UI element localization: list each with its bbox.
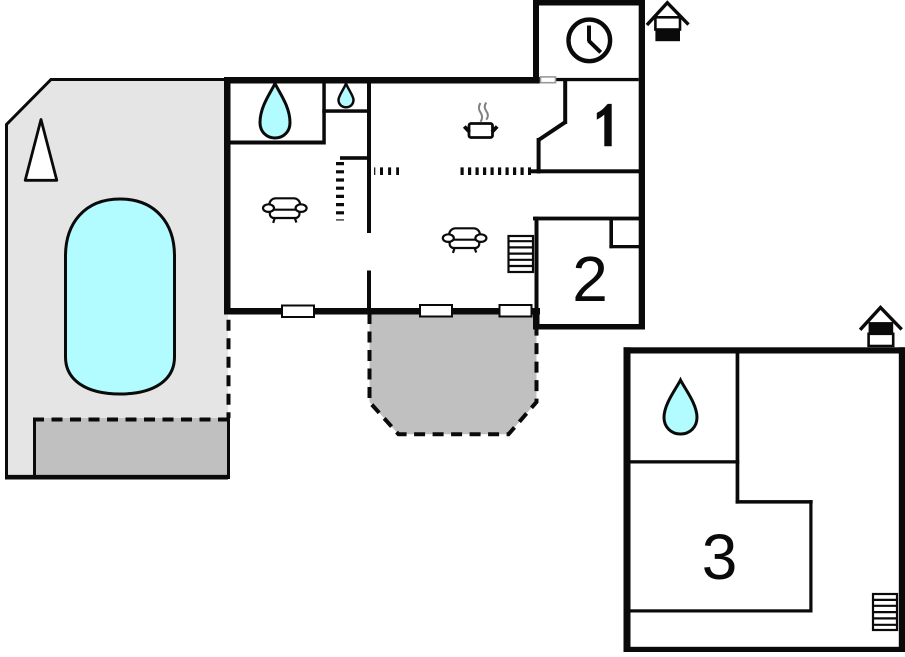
- svg-text:3: 3: [702, 521, 738, 593]
- svg-text:2: 2: [572, 243, 608, 315]
